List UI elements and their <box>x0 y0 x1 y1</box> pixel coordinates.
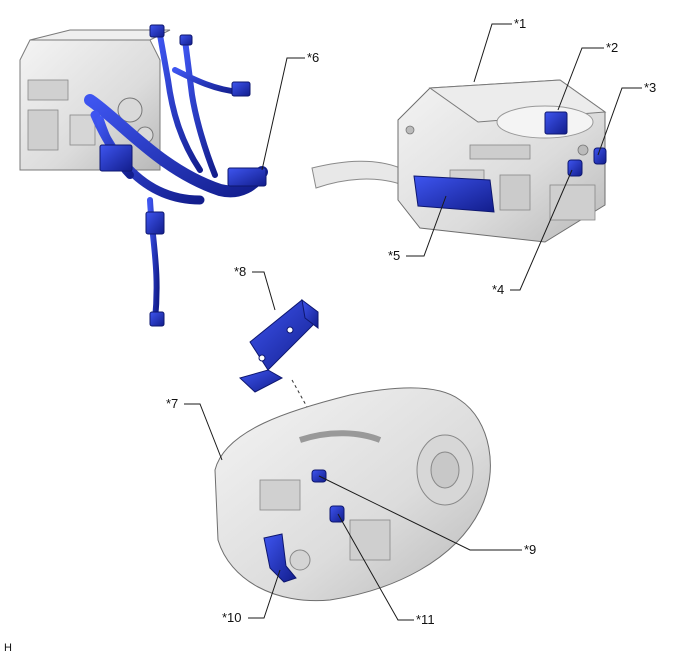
leader-8 <box>252 271 276 311</box>
leader-3 <box>597 87 642 156</box>
callout-label-2: *2 <box>606 40 619 55</box>
leader-6 <box>261 57 305 171</box>
inverter-connectors <box>413 111 607 213</box>
callout-label-9: *9 <box>524 542 537 557</box>
callout-label-7: *7 <box>166 396 179 411</box>
callout-label-10: *10 <box>222 610 242 625</box>
leader-10 <box>248 569 281 619</box>
leader-2 <box>557 47 604 111</box>
callout-label-1: *1 <box>514 16 527 31</box>
callout-label-6: *6 <box>307 50 320 65</box>
figure-code: H <box>4 642 12 654</box>
leader-lines <box>184 23 642 621</box>
leader-7 <box>184 403 223 461</box>
leader-9 <box>318 475 522 551</box>
leader-5 <box>406 195 447 257</box>
harness-connectors <box>99 24 267 327</box>
transaxle-assembly <box>214 387 491 602</box>
callout-label-11: *11 <box>416 612 435 627</box>
leader-1 <box>473 23 512 83</box>
leader-11 <box>337 513 414 621</box>
callout-label-5: *5 <box>388 248 401 263</box>
bracket-part <box>239 298 319 393</box>
callout-label-8: *8 <box>234 264 247 279</box>
inverter-assembly <box>311 79 607 243</box>
callout-label-4: *4 <box>492 282 505 297</box>
leader-4 <box>510 169 573 291</box>
callout-label-3: *3 <box>644 80 657 95</box>
